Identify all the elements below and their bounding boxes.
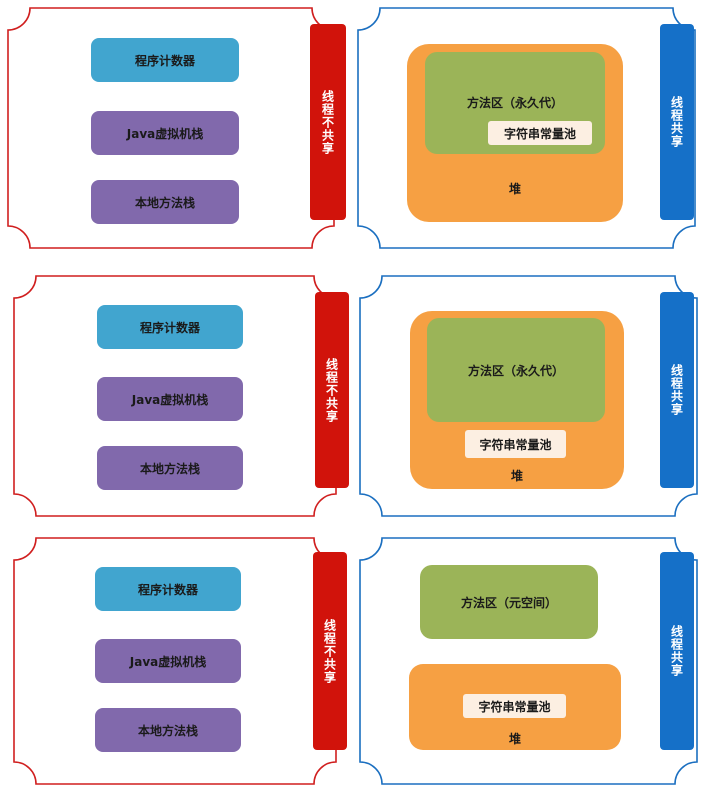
thread-not-shared-label: 线程不共享 xyxy=(320,89,335,155)
native-method-stack-box: 本地方法栈 xyxy=(91,180,239,224)
heap-label: 堆 xyxy=(511,469,524,483)
string-constant-pool-box: 字符串常量池 xyxy=(465,430,566,458)
program-counter-box: 程序计数器 xyxy=(97,305,243,349)
program-counter-box: 程序计数器 xyxy=(91,38,239,82)
native-method-stack-box: 本地方法栈 xyxy=(97,446,243,490)
thread-shared-tab: 线程共享 xyxy=(660,24,694,220)
java-vm-stack-box: Java虚拟机栈 xyxy=(95,639,241,683)
method-area-box: 方法区（元空间） xyxy=(420,565,598,639)
thread-shared-tab: 线程共享 xyxy=(660,292,694,488)
program-counter-box: 程序计数器 xyxy=(95,567,241,611)
java-vm-stack-box: Java虚拟机栈 xyxy=(91,111,239,155)
java-vm-stack-box: Java虚拟机栈 xyxy=(97,377,243,421)
method-area-label: 方法区（永久代） xyxy=(466,96,563,110)
native-method-stack-box: 本地方法栈 xyxy=(95,708,241,752)
thread-shared-label: 线程共享 xyxy=(669,364,684,416)
method-area-label: 方法区（永久代） xyxy=(467,363,564,378)
thread-not-shared-label: 线程不共享 xyxy=(324,357,339,423)
thread-not-shared-label: 线程不共享 xyxy=(322,618,337,684)
thread-not-shared-tab: 线程不共享 xyxy=(313,552,347,750)
string-constant-pool-box: 字符串常量池 xyxy=(463,694,566,718)
string-constant-pool-box: 字符串常量池 xyxy=(488,121,592,145)
heap-label: 堆 xyxy=(509,732,522,746)
thread-shared-label: 线程共享 xyxy=(669,96,684,148)
thread-shared-label: 线程共享 xyxy=(669,625,684,677)
method-area-box: 方法区（永久代） xyxy=(427,318,605,422)
thread-not-shared-tab: 线程不共享 xyxy=(315,292,349,488)
thread-shared-tab: 线程共享 xyxy=(660,552,694,750)
thread-not-shared-tab: 线程不共享 xyxy=(310,24,346,220)
heap-label: 堆 xyxy=(509,182,522,196)
